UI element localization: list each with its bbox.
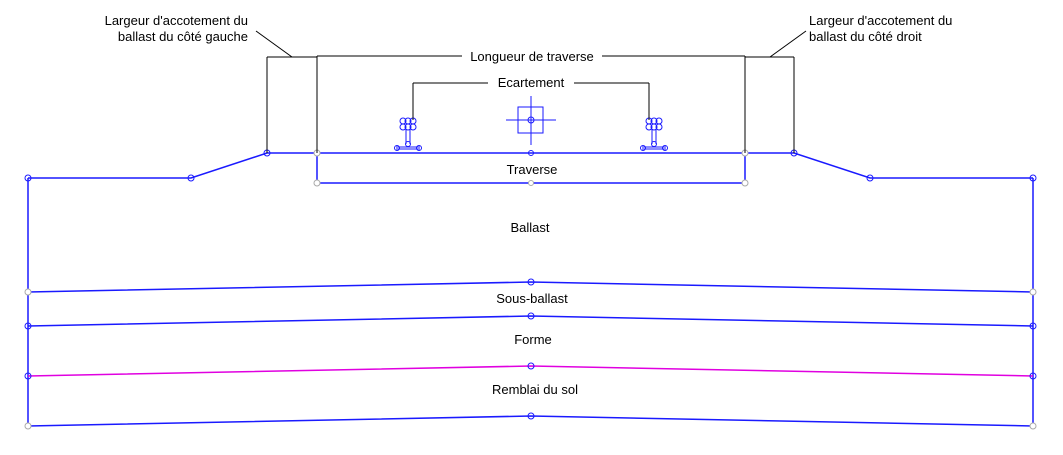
grip-nodes[interactable] [24,149,1037,430]
embankment-bottom-line[interactable] [27,415,1034,427]
embankment-label: Remblai du sol [492,382,578,397]
ballast-outline[interactable] [27,152,1034,426]
right-shoulder-label-line2: ballast du côté droit [809,29,922,44]
right-shoulder-dimension[interactable] [745,30,807,153]
subballast-label: Sous-ballast [496,291,568,306]
right-rail-icon[interactable] [640,117,668,151]
left-rail-icon[interactable] [394,117,422,151]
sleeper-label: Traverse [507,162,558,177]
left-shoulder-dimension[interactable] [255,30,317,153]
right-shoulder-label-line1: Largeur d'accotement du [809,13,952,28]
formation-bottom-line[interactable] [27,365,1034,377]
track-center-marker[interactable] [506,96,556,145]
gauge-label: Ecartement [498,75,565,90]
formation-label: Forme [514,332,552,347]
sleeper-length-dimension[interactable] [316,55,746,153]
left-shoulder-label-line2: ballast du côté gauche [118,29,248,44]
subballast-bottom-line[interactable] [27,315,1034,327]
ballast-label: Ballast [510,220,549,235]
sleeper-length-label: Longueur de traverse [470,49,594,64]
gauge-dimension[interactable] [412,82,650,120]
left-shoulder-label-line1: Largeur d'accotement du [105,13,248,28]
ballast-bottom-line[interactable] [27,281,1034,293]
